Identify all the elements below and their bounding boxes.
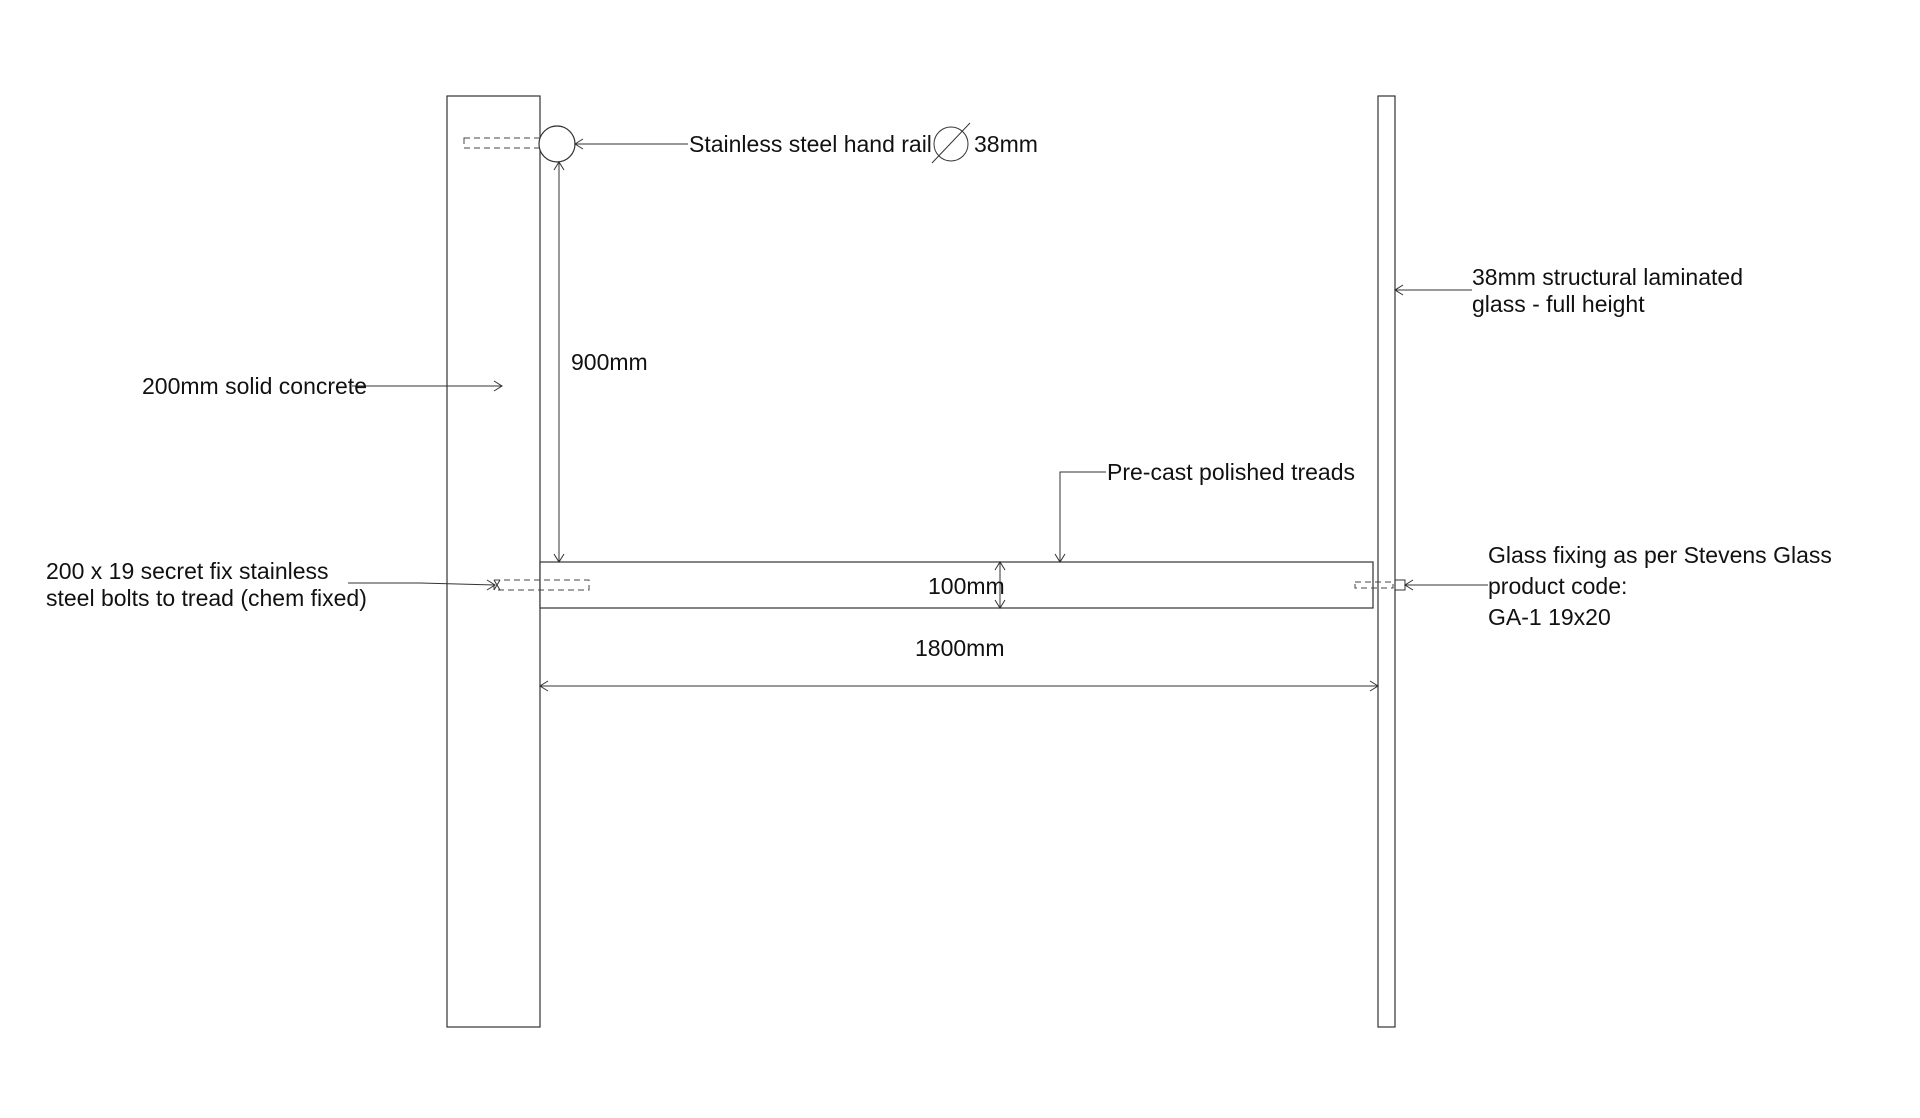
treads-leader-arrow bbox=[1054, 553, 1066, 563]
tread-thickness-label: 100mm bbox=[928, 573, 1005, 599]
glass-fixing bbox=[1354, 581, 1394, 589]
span-arrow-right bbox=[1369, 680, 1379, 692]
glass-panel bbox=[1377, 95, 1396, 1028]
handrail-label: Stainless steel hand rail bbox=[689, 131, 932, 157]
tread-thickness-arrow-top bbox=[994, 561, 1006, 571]
glass-fixing-leader-arrow bbox=[1404, 579, 1414, 591]
concrete-leader-arrow bbox=[493, 380, 503, 392]
handrail-height-arrow-bottom bbox=[553, 553, 565, 563]
bolts-leader-arrow bbox=[486, 579, 496, 591]
tread bbox=[539, 561, 1374, 609]
handrail-height-arrow-top bbox=[553, 161, 565, 171]
handrail-section bbox=[538, 125, 576, 163]
glass-fixing-label-line-3: GA-1 19x20 bbox=[1488, 604, 1611, 630]
glass-fixing-label-line-2: product code: bbox=[1488, 573, 1627, 599]
diameter-symbol-circle bbox=[933, 126, 969, 162]
bolts-leader bbox=[348, 582, 496, 586]
glass-label-line-2: glass - full height bbox=[1472, 291, 1645, 317]
diameter-symbol-slash bbox=[931, 122, 971, 164]
concrete-wall bbox=[446, 95, 541, 1028]
handrail-diameter-label: 38mm bbox=[974, 131, 1038, 157]
handrail-height-label: 900mm bbox=[571, 349, 648, 375]
treads-label: Pre-cast polished treads bbox=[1107, 459, 1355, 485]
tread-thickness-arrow-bottom bbox=[994, 599, 1006, 609]
handrail-bracket bbox=[463, 137, 558, 149]
bolts-label-line-1: 200 x 19 secret fix stainless bbox=[46, 558, 329, 584]
glass-fixing-clamp bbox=[1394, 579, 1406, 591]
bolt-end-mark-2 bbox=[493, 579, 501, 591]
handrail-leader-arrow bbox=[574, 138, 584, 150]
glass-label-line-1: 38mm structural laminated bbox=[1472, 264, 1743, 290]
glass-leader-arrow bbox=[1394, 284, 1404, 296]
concrete-label: 200mm solid concrete bbox=[142, 373, 367, 399]
bolts-label-line-2: steel bolts to tread (chem fixed) bbox=[46, 585, 367, 611]
treads-leader bbox=[1059, 471, 1106, 562]
span-arrow-left bbox=[539, 680, 549, 692]
span-label: 1800mm bbox=[915, 635, 1004, 661]
glass-fixing-label-line-1: Glass fixing as per Stevens Glass bbox=[1488, 542, 1832, 568]
